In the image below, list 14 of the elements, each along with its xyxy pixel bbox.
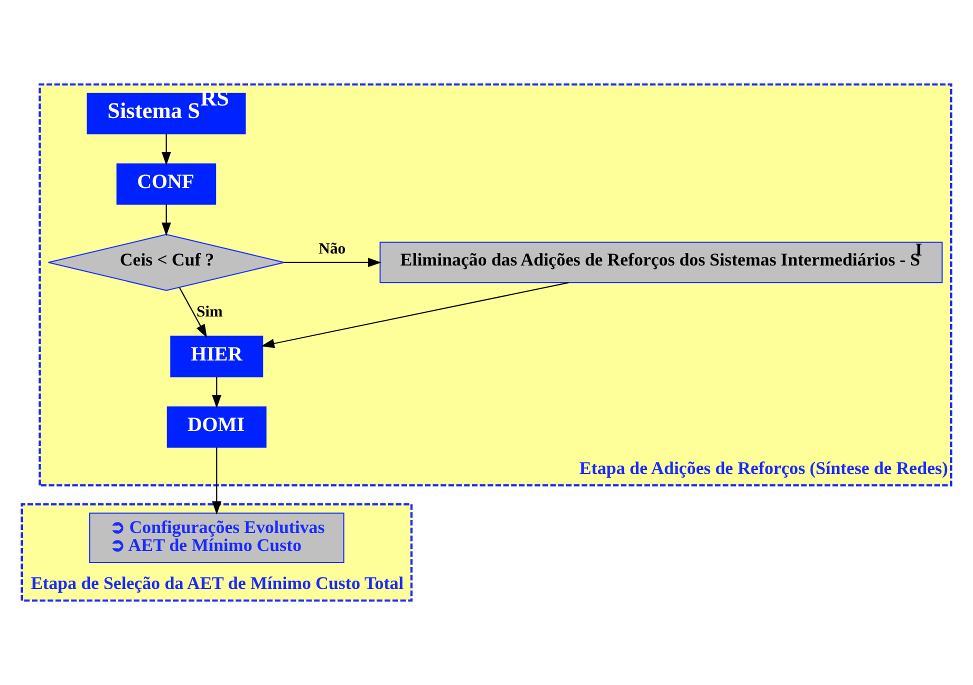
- edge-label: Não: [318, 240, 346, 258]
- node-box: CONF: [116, 163, 216, 205]
- node-box: ➲ Configurações Evolutivas ➲ AET de Mínimo Custo: [89, 512, 344, 564]
- node-box: HIER: [170, 336, 264, 378]
- node-diamond: Ceis < Cuf ?: [48, 234, 285, 292]
- arrow: [212, 377, 222, 408]
- node-box: DOMI: [166, 406, 266, 448]
- arrow: [179, 287, 208, 338]
- arrow: [284, 258, 382, 268]
- arrow: [162, 134, 171, 166]
- arrow: [260, 282, 569, 348]
- arrow: [212, 448, 222, 515]
- edge-label: Sim: [196, 303, 223, 320]
- arrow: [162, 204, 171, 236]
